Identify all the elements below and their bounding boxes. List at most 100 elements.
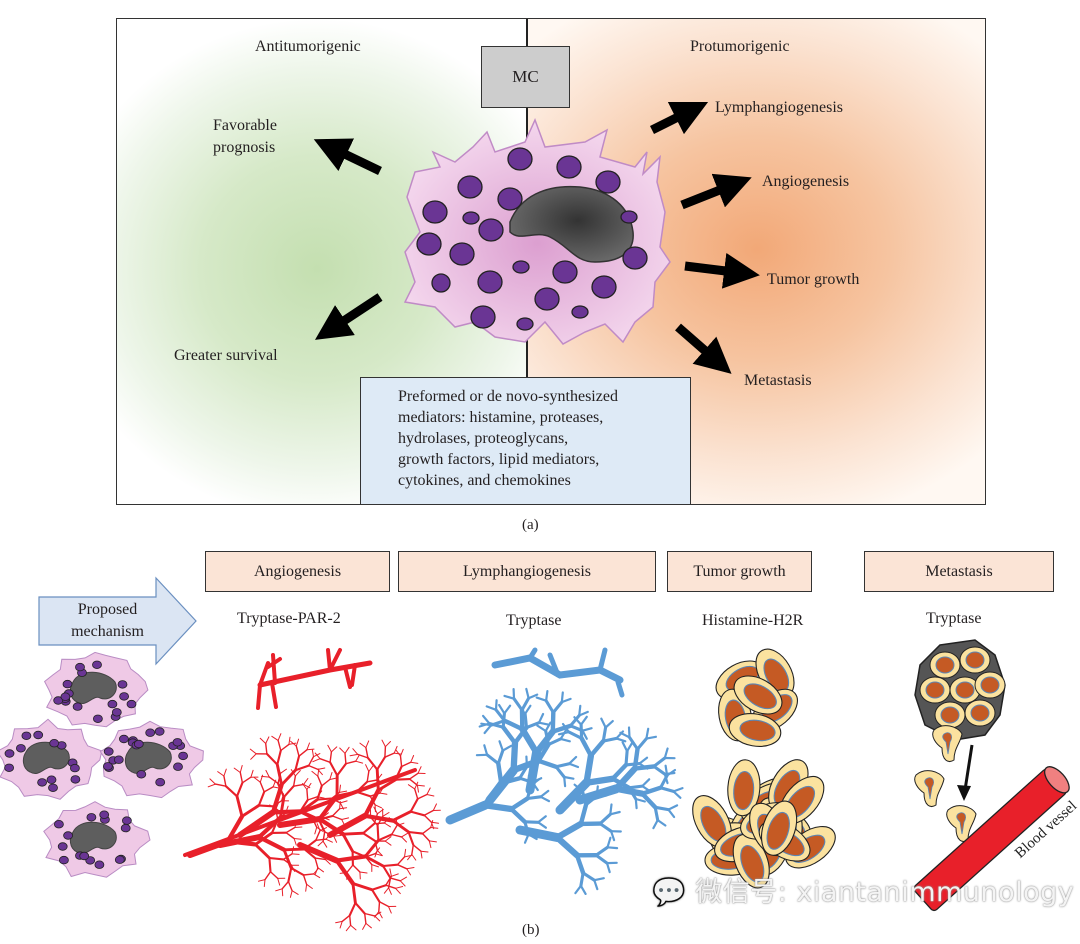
vessel-branch (348, 901, 357, 917)
mediators-line: hydrolases, proteoglycans, (398, 430, 569, 447)
small-granule (69, 763, 80, 773)
small-granule (63, 831, 74, 840)
small-granule (94, 860, 105, 869)
vessel-branch (416, 784, 419, 793)
vessel-branch (270, 782, 284, 815)
vessel-branch (579, 736, 594, 758)
vessel-branch (291, 890, 299, 895)
proposed-mechanism-arrow (38, 576, 197, 666)
vessel-branch (578, 710, 589, 717)
vessel-branch (525, 748, 541, 795)
vessel-branch (594, 845, 610, 857)
small-granule (93, 714, 103, 723)
vessel-branch (544, 699, 555, 715)
vessel-branch (578, 704, 582, 717)
vessel-branch (275, 763, 284, 787)
vessel-branch (334, 854, 368, 863)
vessel-branch (550, 723, 573, 734)
vessel-branch (510, 739, 519, 774)
tumor-cell-nucleus (733, 771, 755, 811)
vessel-branch (263, 879, 266, 887)
tumor-cell (727, 759, 761, 817)
mediators-line: mediators: histamine, proteases, (398, 409, 604, 426)
vessel-branch (373, 806, 378, 815)
vessel-branch (627, 726, 631, 739)
caption-b: (b) (522, 922, 540, 938)
header-label: Metastasis (925, 562, 993, 580)
vessel-branch (351, 882, 357, 905)
vessel-branch (667, 804, 679, 811)
vessel-branch (371, 884, 387, 891)
small-granule (117, 680, 128, 689)
vessel-branch (214, 783, 227, 787)
small-mast-cell (43, 651, 149, 728)
vessel-branch (414, 781, 419, 790)
vessel-branch (393, 752, 402, 755)
vessel-branch (659, 773, 669, 790)
vessel-branch (416, 793, 428, 800)
vessel-branch (563, 775, 575, 780)
vessel-branch (378, 901, 381, 913)
vessel-branch (239, 771, 244, 784)
vessel-branch (223, 775, 227, 787)
vessel-branch (579, 723, 584, 740)
vessel-branch (354, 901, 366, 915)
vessel-branch (316, 784, 323, 801)
vessel-branch (523, 712, 529, 730)
vessel-branch (568, 713, 581, 728)
vessel-branch (536, 742, 551, 764)
vessel-branch (362, 832, 377, 842)
mediator-tryptase-par2: Tryptase-PAR-2 (237, 610, 341, 627)
vessel-branch (409, 797, 419, 813)
tumor-cell-nucleus (980, 676, 1000, 694)
tumor-cell-nucleus (970, 704, 990, 722)
vessel-branch (410, 761, 419, 764)
vessel-branch (329, 751, 333, 764)
vessel-branch (374, 911, 382, 917)
small-granule (4, 763, 14, 772)
small-granule (121, 816, 132, 825)
vessel-branch (317, 775, 323, 787)
lymphangiogenesis-illustration (445, 647, 684, 895)
vessel-branch (384, 741, 391, 748)
vessel-branch (525, 687, 530, 700)
vessel-branch (613, 765, 638, 792)
vessel-branch (277, 733, 282, 741)
vessel-branch (379, 792, 388, 795)
vessel-branch (667, 808, 676, 819)
vessel-branch (341, 817, 350, 820)
vessel-branch (264, 870, 272, 881)
vessel-branch (389, 868, 392, 877)
vessel-branch (395, 887, 401, 895)
small-nucleus (124, 741, 172, 774)
small-granule (72, 702, 83, 711)
vessel-branch (497, 703, 506, 715)
vessel-branch (525, 795, 543, 801)
vessel-branch (580, 715, 588, 726)
vessel-branch (384, 752, 395, 758)
vessel-branch (632, 746, 640, 771)
vessel-branch (610, 830, 616, 842)
vessel-branch (365, 764, 370, 772)
vessel-branch (263, 786, 274, 793)
vessel-branch (297, 842, 340, 864)
vessel-branch (401, 832, 409, 838)
header-angiogenesis: Angiogenesis (205, 551, 390, 592)
vessel-branch (416, 784, 425, 787)
vessel-branch (341, 832, 355, 853)
vessel-branch (537, 721, 550, 726)
vessel-branch (423, 809, 435, 817)
small-granule (103, 762, 113, 771)
vessel-branch (627, 735, 640, 751)
vessel-branch (626, 741, 634, 753)
vessel-branch (368, 765, 374, 772)
vessel-branch (371, 888, 381, 903)
vessel-branch (366, 756, 379, 771)
vessel-branch (378, 901, 390, 908)
vessel-branch (557, 730, 570, 736)
small-nucleus (69, 671, 117, 704)
vessel-branch (624, 749, 629, 767)
vessel-branch (339, 807, 348, 810)
vessel-branch (609, 810, 621, 816)
